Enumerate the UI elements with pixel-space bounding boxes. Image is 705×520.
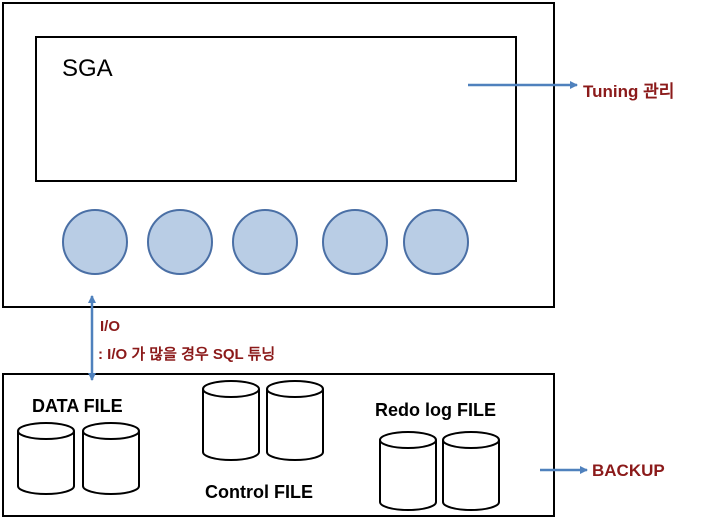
control-file-cylinder bbox=[202, 380, 260, 461]
io-description: : I/O 가 많을 경우 SQL 튜닝 bbox=[98, 346, 276, 363]
process-circle bbox=[403, 209, 469, 275]
redo-log-file-cylinder bbox=[379, 431, 437, 511]
process-circle bbox=[62, 209, 128, 275]
backup-label: BACKUP bbox=[592, 461, 665, 480]
sga-box bbox=[35, 36, 517, 182]
process-circle bbox=[232, 209, 298, 275]
data-file-cylinder bbox=[17, 422, 75, 495]
io-label: I/O bbox=[100, 318, 121, 335]
redo-log-file-cylinder bbox=[442, 431, 500, 511]
control-file-cylinder bbox=[266, 380, 324, 461]
tuning-label: Tuning 관리 bbox=[583, 82, 675, 101]
redo-log-file-label: Redo log FILE bbox=[375, 400, 496, 420]
control-file-label: Control FILE bbox=[205, 482, 313, 502]
data-file-label: DATA FILE bbox=[32, 396, 123, 416]
process-circle bbox=[147, 209, 213, 275]
sga-label: SGA bbox=[62, 55, 113, 82]
process-circle bbox=[322, 209, 388, 275]
data-file-cylinder bbox=[82, 422, 140, 495]
